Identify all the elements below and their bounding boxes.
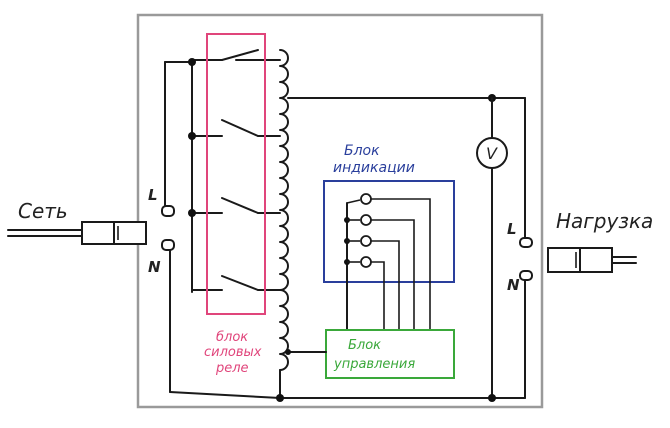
relay-contact-1 <box>221 49 281 61</box>
stabilizer-housing <box>136 13 544 409</box>
output-terminal-l <box>519 237 533 248</box>
indication-block-frame <box>323 180 455 283</box>
led-1 <box>360 193 372 205</box>
voltmeter-label: V <box>486 144 498 163</box>
input-plug-connector <box>81 221 115 245</box>
output-terminal-n <box>519 270 533 281</box>
led-3 <box>360 235 372 247</box>
input-plug-body <box>113 221 147 245</box>
input-cable <box>7 221 147 245</box>
input-l-label: L <box>148 186 158 204</box>
relay-block-label-3: реле <box>215 361 249 376</box>
relay-contact-3 <box>221 197 281 214</box>
network-label: Сеть <box>18 199 68 223</box>
led-4 <box>360 256 372 268</box>
relay-contact-4 <box>221 275 281 291</box>
autotransformer-coil <box>279 49 289 371</box>
voltmeter: V <box>476 97 508 399</box>
indication-block-label-1: Блок <box>344 143 380 159</box>
neutral-bus <box>169 279 526 402</box>
output-plug-connector <box>579 247 613 273</box>
relay-block-frame <box>206 33 266 315</box>
input-terminal-l <box>161 61 175 217</box>
control-block-frame <box>325 329 455 379</box>
load-label: Нагрузка <box>556 209 653 233</box>
output-l-label: L <box>507 220 517 238</box>
input-n-label: N <box>148 258 161 276</box>
control-block-label-1: Блок <box>348 338 381 353</box>
output-cable <box>547 247 637 273</box>
relay-block-label-1: блок <box>216 330 248 345</box>
input-terminal-n <box>161 239 175 393</box>
indicator-leds <box>344 193 431 331</box>
control-block-label-2: управления <box>333 357 415 372</box>
indication-block-label-2: индикации <box>333 160 415 176</box>
output-l-bus <box>287 94 526 239</box>
output-n-label: N <box>507 276 520 294</box>
relay-contact-2 <box>221 119 281 137</box>
relay-common-bus <box>164 58 223 293</box>
led-2 <box>360 214 372 226</box>
relay-block-label-2: силовых <box>204 345 262 360</box>
